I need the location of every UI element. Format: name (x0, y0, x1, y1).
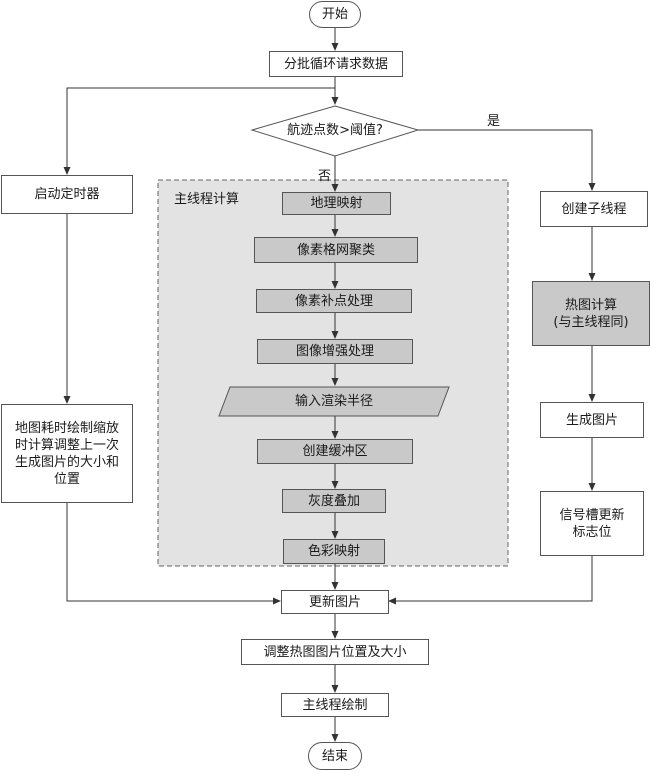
start-node: 开始 (309, 1, 361, 28)
signal-update-node: 信号槽更新 标志位 (540, 491, 644, 556)
end-node: 结束 (308, 742, 362, 770)
decision-node: 航迹点数>阈值? (287, 122, 383, 138)
edge-label-no: 否 (318, 169, 332, 184)
edge-zoom-update (66, 503, 281, 605)
geo-map-node: 地理映射 (282, 192, 391, 215)
input-radius-node: 输入渲染半径 (294, 394, 373, 409)
start-timer-node: 启动定时器 (1, 175, 133, 214)
gray-overlay-node: 灰度叠加 (282, 489, 386, 513)
main-thread-group-title: 主线程计算 (174, 192, 240, 207)
input-radius-shape (218, 386, 450, 417)
batch-request-node: 分批循环请求数据 (269, 51, 403, 77)
pixel-fill-node: 像素补点处理 (256, 289, 412, 313)
create-buffer-node: 创建缓冲区 (257, 439, 413, 464)
update-image-node: 更新图片 (281, 590, 389, 614)
main-draw-node: 主线程绘制 (281, 693, 389, 717)
edge-decision-thread (418, 129, 596, 191)
edge-signal-update (388, 556, 593, 605)
adjust-node: 调整热图图片位置及大小 (241, 639, 429, 665)
map-zoom-node: 地图耗时绘制缩放 时计算调整上一次 生成图片的大小和 位置 (1, 404, 133, 503)
create-thread-node: 创建子线程 (540, 191, 648, 227)
edge-batch-timer (63, 87, 335, 175)
gen-image-node: 生成图片 (540, 402, 644, 438)
edge-label-yes: 是 (487, 114, 501, 129)
pixel-grid-node: 像素格网聚类 (254, 237, 418, 263)
image-enhance-node: 图像增强处理 (257, 339, 413, 364)
heatmap-calc-node: 热图计算 (与主线程同) (532, 281, 650, 346)
color-map-node: 色彩映射 (283, 539, 385, 564)
